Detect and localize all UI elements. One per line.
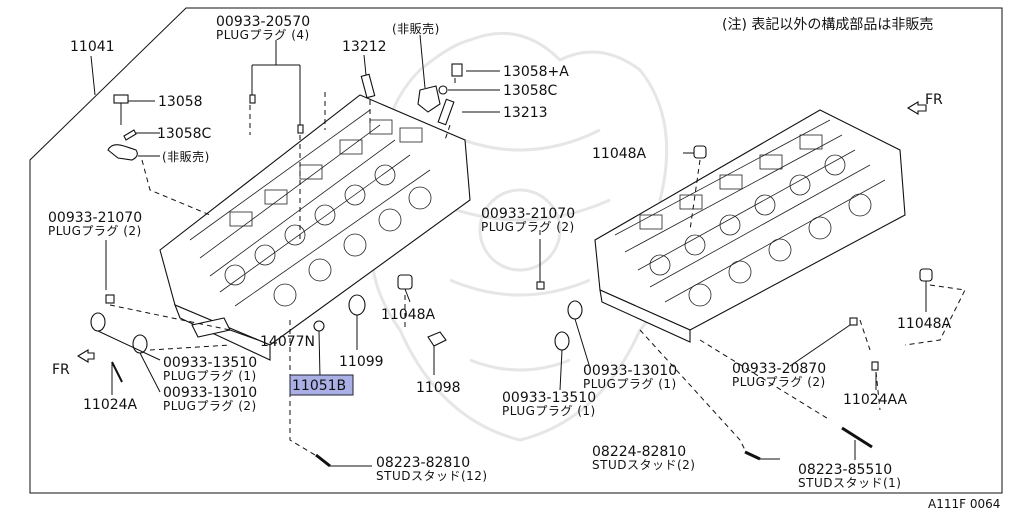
callout-00933-13510-right[interactable]: 00933-13510 [502, 390, 596, 406]
callout-plug-2-b: PLUGプラグ (2) [481, 220, 575, 234]
plug-00933-13510-right-part [554, 331, 570, 351]
stud-11024aa-part [871, 361, 879, 371]
bracket-not-sold-right [417, 85, 441, 113]
sensor-13058a-part [451, 63, 463, 77]
callout-stud-1: STUDスタッド(1) [798, 476, 901, 490]
callout-08224-82810[interactable]: 08224-82810 [592, 444, 686, 460]
tube-13212-part [360, 73, 376, 99]
footer-code: A111F 0064 [928, 497, 1000, 511]
callout-00933-20870[interactable]: 00933-20870 [732, 361, 826, 377]
callout-13058c-right[interactable]: 13058C [503, 83, 558, 99]
callout-13058c-left[interactable]: 13058C [157, 126, 212, 142]
bracket-not-sold-left [107, 144, 138, 161]
plug-00933-20570-parts [249, 94, 304, 134]
assembly-frame [29, 7, 1003, 494]
seal-11048a-mid-part [397, 274, 413, 290]
seal-11048a-right-part [919, 268, 933, 282]
stud-08223-82810-part [315, 453, 331, 468]
washer-13058c-right-part [438, 85, 448, 95]
callout-11024aa[interactable]: 11024AA [843, 392, 908, 408]
callout-plug-1-c: PLUGプラグ (1) [502, 404, 596, 418]
gasket-11098-part [427, 331, 447, 347]
callout-plug-4: PLUGプラグ (4) [216, 28, 310, 42]
callout-00933-21070-left[interactable]: 00933-21070 [48, 210, 142, 226]
stud-08224-82810-part [744, 450, 761, 461]
fr-arrow-left: FR [52, 349, 95, 378]
dashed-guides [105, 78, 966, 456]
callout-00933-20570[interactable]: 00933-20570 [216, 14, 310, 30]
plug-00933-20870-part [849, 317, 858, 326]
callout-plug-1-b: PLUGプラグ (1) [583, 377, 677, 391]
callout-13058[interactable]: 13058 [158, 94, 203, 110]
stud-11024a-part [111, 361, 123, 383]
plug-00933-21070-left-part [105, 294, 115, 304]
callout-13212[interactable]: 13212 [342, 39, 387, 55]
header-note: (注) 表記以外の構成部品は非販売 [722, 16, 933, 33]
fr-label-left: FR [52, 362, 70, 378]
callout-11098[interactable]: 11098 [416, 380, 461, 396]
seal-11051b-part [313, 320, 325, 332]
plug-00933-13510-left-part [90, 312, 106, 332]
callout-11048a-mid[interactable]: 11048A [381, 307, 436, 323]
not-sold-right: (非販売) [392, 21, 440, 36]
callout-14077n[interactable]: 14077N [260, 334, 315, 350]
callout-11048a-top[interactable]: 11048A [592, 146, 647, 162]
stud-08223-85510-part [841, 426, 873, 449]
callout-11051b[interactable]: 11051B [292, 378, 346, 394]
seal-11099-part [348, 294, 366, 316]
left-cylinder-head [159, 94, 471, 361]
callout-stud-12: STUDスタッド(12) [376, 469, 488, 483]
callout-stud-2: STUDスタッド(2) [592, 458, 695, 472]
callout-08223-82810[interactable]: 08223-82810 [376, 455, 470, 471]
callout-11041[interactable]: 11041 [70, 39, 115, 55]
plug-00933-13010-right-part [567, 300, 583, 320]
callout-11024a[interactable]: 11024A [83, 397, 138, 413]
seal-11048a-top-part [693, 145, 707, 159]
fr-label-right: FR [925, 92, 943, 108]
leader-lines [90, 34, 927, 467]
callout-13213[interactable]: 13213 [503, 105, 548, 121]
highlight-11051b [289, 374, 354, 396]
callout-00933-13510-left[interactable]: 00933-13510 [163, 355, 257, 371]
plug-00933-21070-mid-part [536, 281, 545, 290]
callout-00933-13010-right[interactable]: 00933-13010 [583, 363, 677, 379]
callout-plug-1-a: PLUGプラグ (1) [163, 369, 257, 383]
pin-13058c-left [123, 129, 137, 141]
callout-11048a-right[interactable]: 11048A [897, 316, 952, 332]
callout-plug-2-c: PLUGプラグ (2) [163, 399, 257, 413]
bolt-13058 [113, 94, 129, 125]
right-cylinder-head [594, 109, 906, 343]
callout-00933-21070-mid[interactable]: 00933-21070 [481, 206, 575, 222]
callout-11099[interactable]: 11099 [339, 354, 384, 370]
tube-13213-part [437, 98, 455, 126]
callout-plug-2-d: PLUGプラグ (2) [732, 375, 826, 389]
callout-13058a[interactable]: 13058+A [503, 64, 569, 80]
fr-arrow-right: FR [906, 92, 943, 115]
not-sold-left: (非販売) [162, 149, 210, 164]
callout-00933-13010-left[interactable]: 00933-13010 [163, 385, 257, 401]
callout-plug-2-a: PLUGプラグ (2) [48, 224, 142, 238]
callout-08223-85510[interactable]: 08223-85510 [798, 462, 892, 478]
